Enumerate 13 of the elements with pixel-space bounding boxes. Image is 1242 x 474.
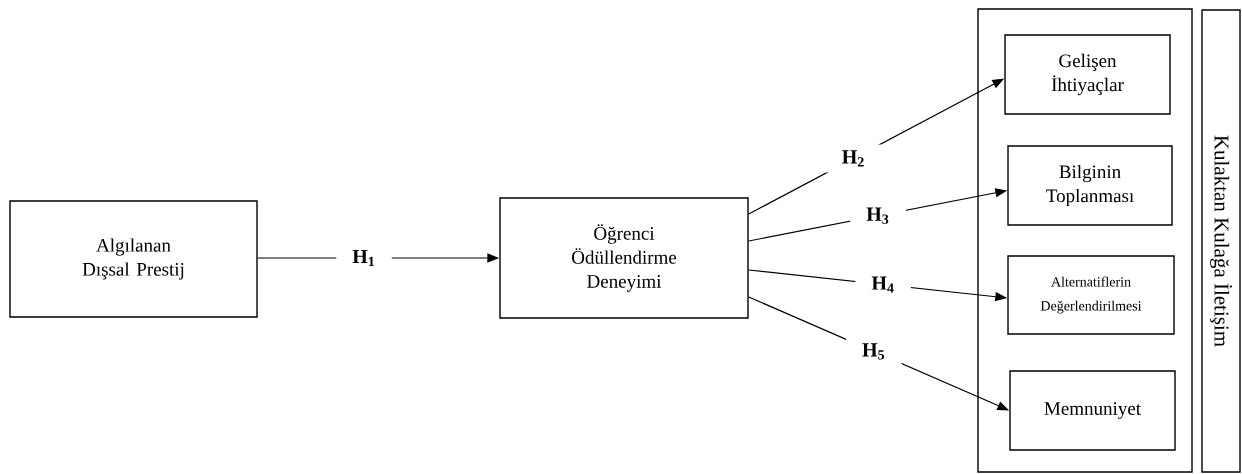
process-box: Memnuniyet	[1009, 370, 1176, 451]
edge-label: H$_{2}$	[825, 144, 882, 173]
process-box: Gelişen İhtiyaçlar	[1004, 34, 1171, 115]
process-box: Bilginin Toplanması	[1007, 145, 1173, 226]
edge-label: H$_{1}$	[336, 243, 392, 273]
process-box: Alternatiflerin Değerlendirilmesi	[1007, 255, 1175, 335]
edge-label: H$_{3}$	[850, 201, 906, 230]
process-box: Algılanan Dışsal Prestij	[9, 200, 258, 318]
edge-label: H$_{5}$	[846, 337, 902, 366]
process-box: Öğrenci Ödüllendirme Deneyimi	[499, 197, 749, 319]
label-box: Kulaktan Kulağa İletişim	[1201, 9, 1241, 473]
edge-label: H$_{4}$	[855, 270, 911, 299]
group-box	[977, 8, 1193, 473]
